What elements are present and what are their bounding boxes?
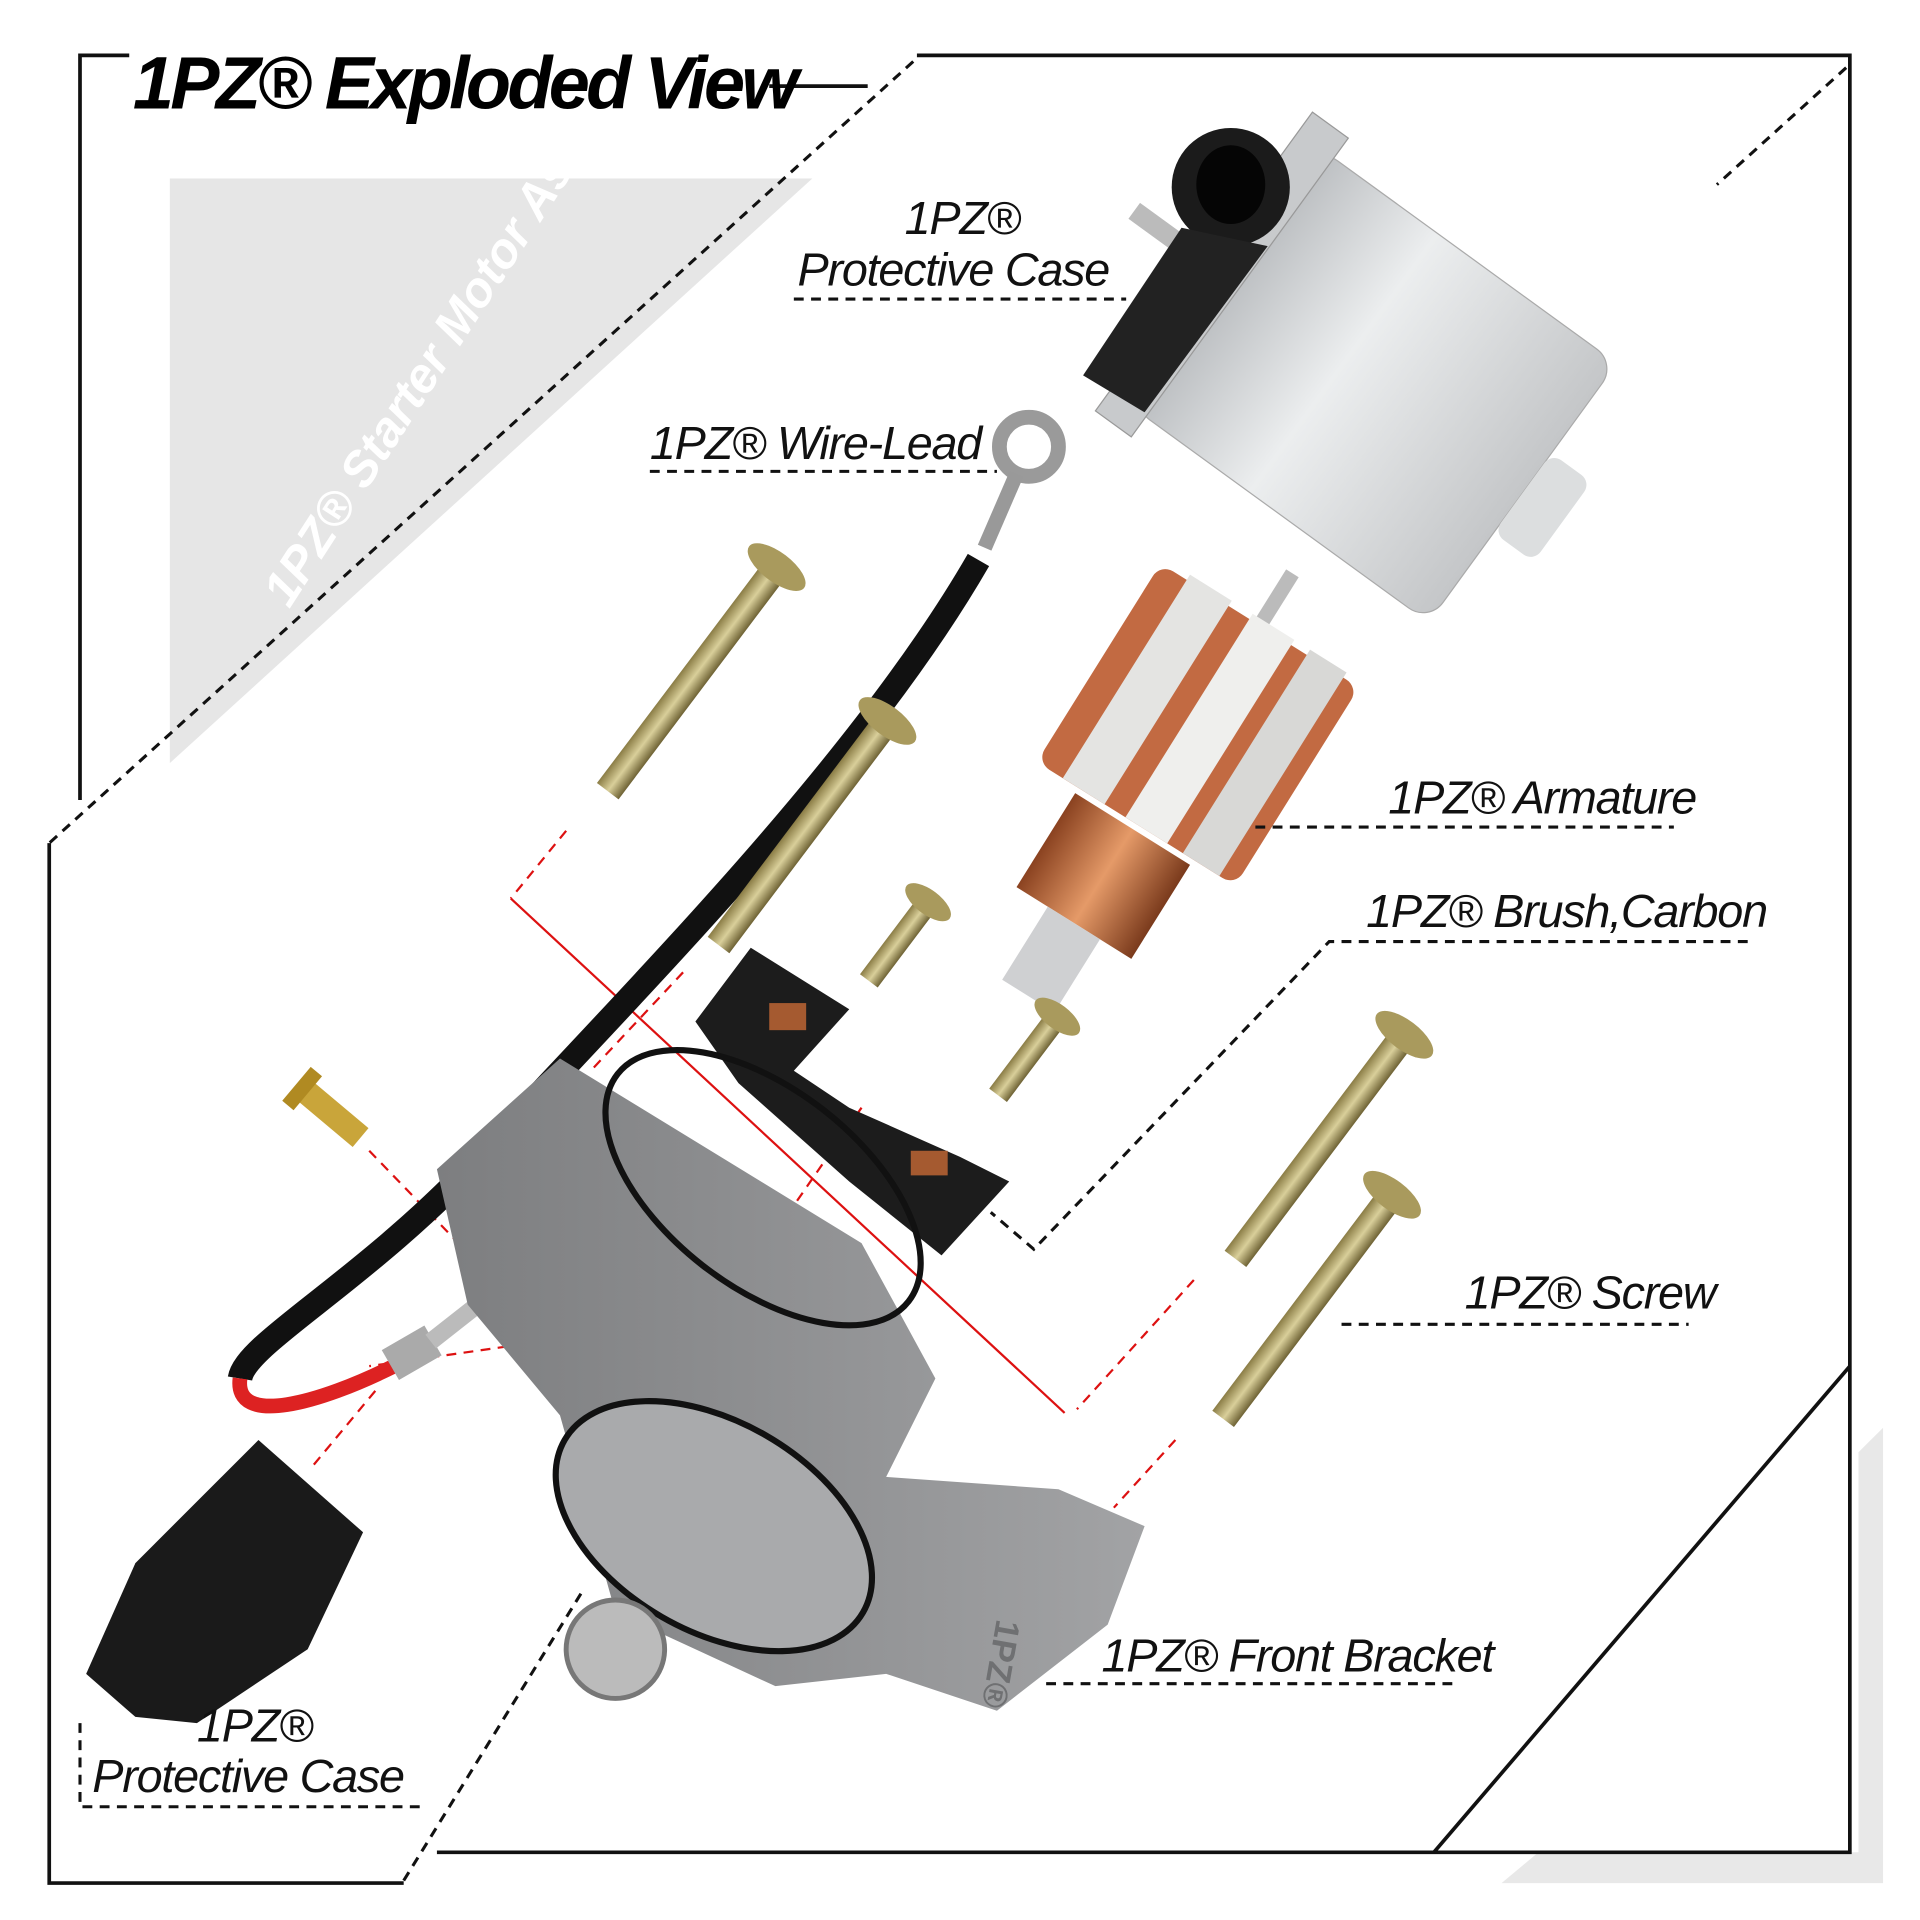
- label-screw: 1PZ® Screw: [1341, 1266, 1721, 1326]
- brush-holder-part: [695, 947, 1010, 1256]
- svg-text:1PZ®: 1PZ®: [905, 192, 1022, 244]
- protective-case-top-part: [1083, 128, 1290, 413]
- frame: [47, 53, 1852, 1885]
- label-protective-case-bottom: 1PZ® Protective Case: [78, 1700, 425, 1809]
- page-title: 1PZ® Exploded View: [133, 41, 803, 124]
- bolt-part: [282, 1066, 369, 1148]
- svg-text:1PZ® Screw: 1PZ® Screw: [1465, 1266, 1720, 1318]
- screw-part: [1224, 1010, 1434, 1268]
- front-bracket-part: 1PZ®: [436, 1046, 1145, 1711]
- svg-text:Protective Case: Protective Case: [92, 1750, 404, 1802]
- screw-part: [989, 997, 1081, 1102]
- protective-case-bottom-part: [86, 1440, 364, 1724]
- screw-part: [859, 883, 951, 988]
- svg-text:1PZ® Brush,Carbon: 1PZ® Brush,Carbon: [1366, 885, 1767, 937]
- label-armature: 1PZ® Armature: [1255, 772, 1697, 829]
- shadow-panel: [1501, 1427, 1884, 1884]
- svg-text:1PZ® Armature: 1PZ® Armature: [1388, 772, 1696, 824]
- label-protective-case-top: 1PZ® Protective Case: [793, 192, 1127, 301]
- screw-part: [596, 543, 806, 800]
- label-wire-lead: 1PZ® Wire-Lead: [650, 417, 997, 473]
- svg-text:1PZ® Front Bracket: 1PZ® Front Bracket: [1102, 1629, 1497, 1681]
- screw-part: [1212, 1170, 1421, 1428]
- watermark-panel: [169, 178, 813, 764]
- screw-part: [707, 697, 917, 954]
- svg-text:Protective Case: Protective Case: [798, 244, 1110, 296]
- armature-part: [1002, 569, 1354, 1013]
- svg-text:1PZ®: 1PZ®: [197, 1700, 314, 1752]
- label-front-bracket: 1PZ® Front Bracket: [1046, 1629, 1498, 1686]
- label-brush-carbon: 1PZ® Brush,Carbon: [989, 885, 1768, 1252]
- svg-text:1PZ® Wire-Lead: 1PZ® Wire-Lead: [650, 417, 984, 469]
